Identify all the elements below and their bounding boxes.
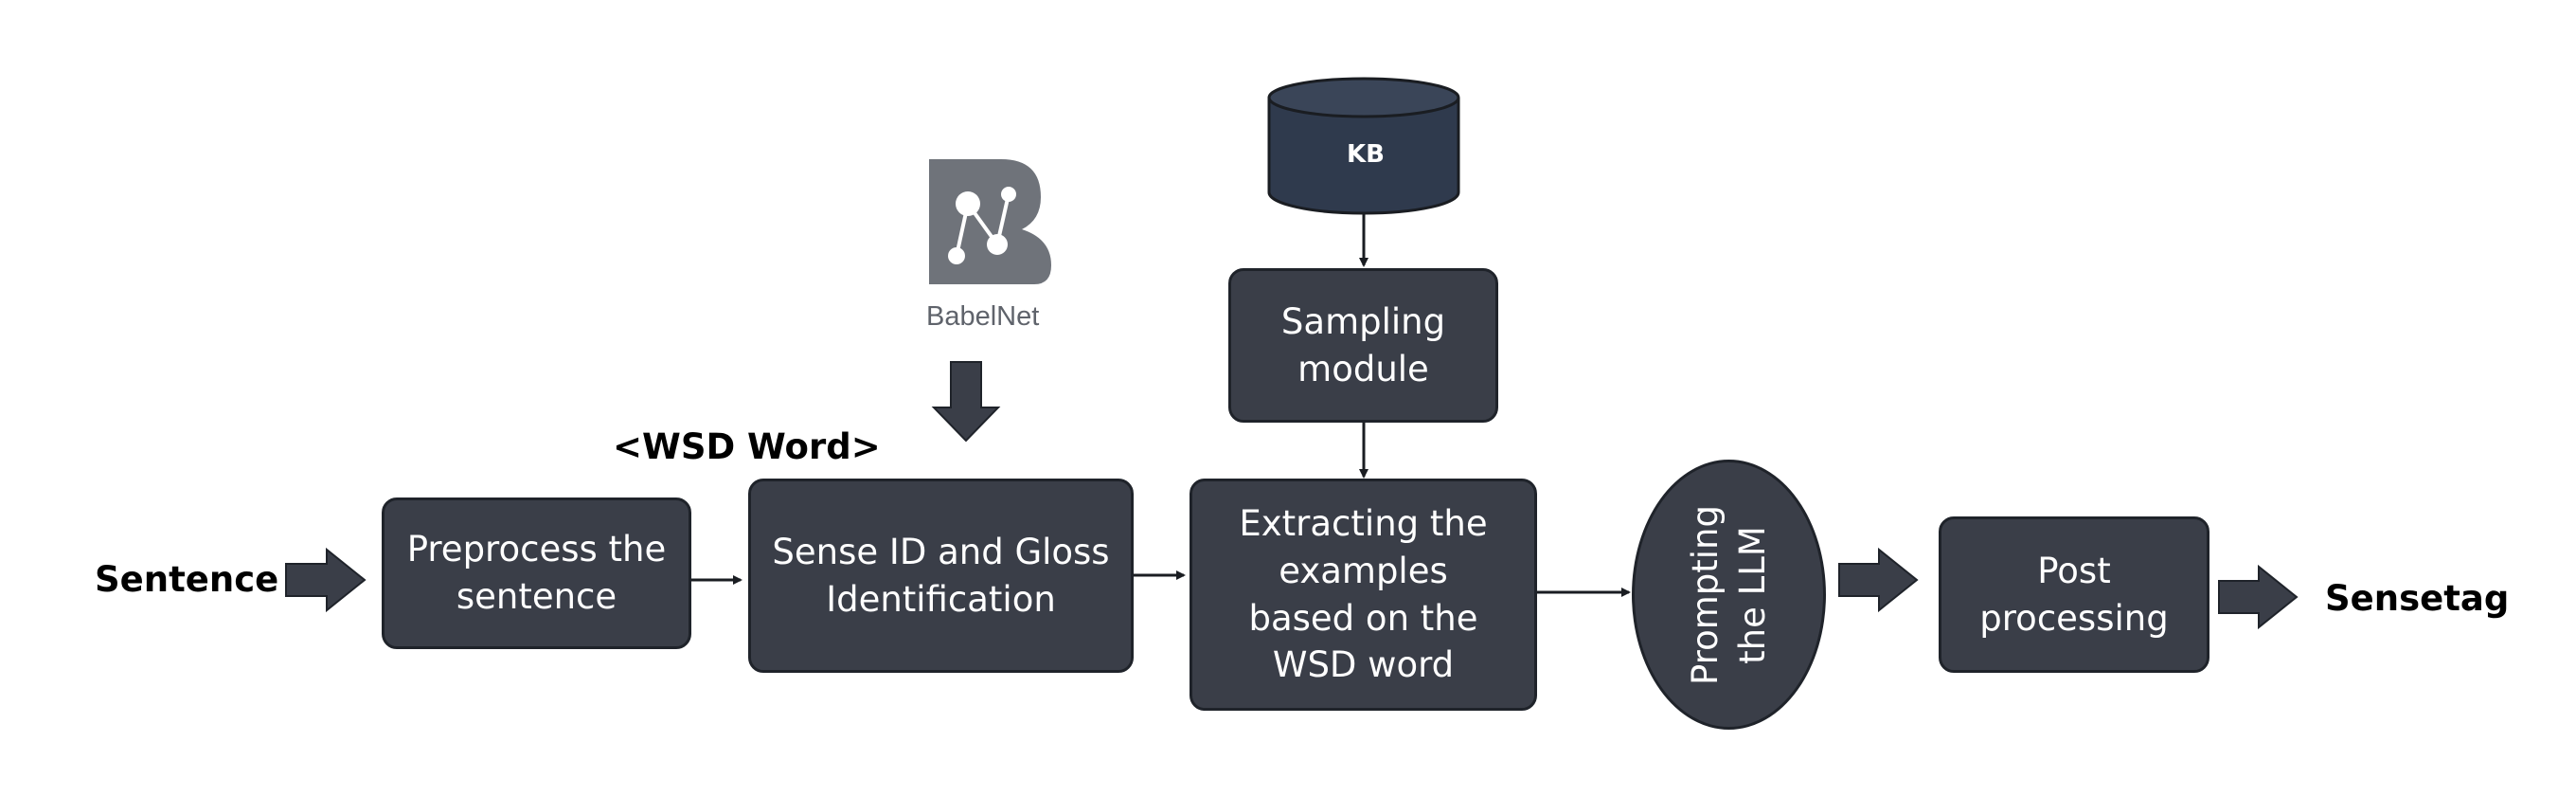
extract-examples-box: Extracting the examples based on the WSD… (1190, 479, 1537, 711)
kb-label: KB (1347, 140, 1385, 169)
babelnet-wordmark: BabelNet (926, 301, 1040, 332)
llm-to-post-block-arrow (1838, 547, 1919, 613)
input-label: Sentence (95, 559, 279, 600)
babelnet-down-block-arrow (931, 361, 1001, 443)
output-block-arrow (2218, 564, 2299, 630)
sense-id-gloss-box: Sense ID and Gloss Identification (748, 479, 1134, 673)
prompting-llm-label: Prompting the LLM (1684, 504, 1773, 685)
prompting-llm-oval: Prompting the LLM (1632, 460, 1826, 730)
babelnet-logo-icon (929, 159, 1051, 284)
sampling-module-box: Sampling module (1228, 268, 1498, 423)
input-block-arrow (285, 547, 367, 613)
preprocess-sentence-box: Preprocess the sentence (382, 498, 691, 649)
kb-database-icon (1267, 77, 1460, 215)
output-label: Sensetag (2325, 578, 2510, 619)
wsd-word-label: <WSD Word> (613, 426, 881, 467)
post-processing-box: Post processing (1939, 516, 2209, 673)
